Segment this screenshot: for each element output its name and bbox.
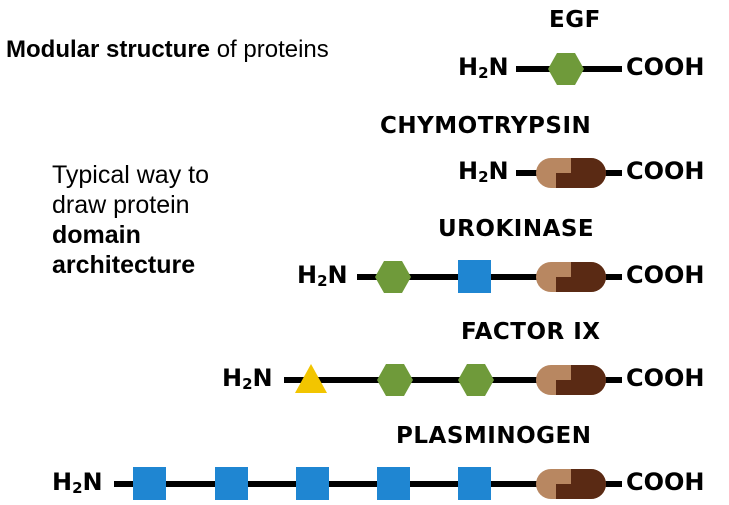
protein-name-plasminogen: PLASMINOGEN: [396, 423, 592, 449]
c-terminus-label: COOH: [626, 157, 705, 185]
c-terminus-label: COOH: [626, 468, 705, 496]
egf-domain-hexagon: [458, 364, 494, 396]
protein-name-factor-ix: FACTOR IX: [461, 319, 601, 345]
figure-title: Modular structure of proteins: [6, 36, 329, 64]
protein-row-chymotrypsin: [516, 158, 622, 188]
c-terminus-label: COOH: [626, 53, 705, 81]
protease-domain: [536, 262, 606, 292]
side-note-bold1: domain: [52, 221, 141, 249]
protease-domain: [536, 365, 606, 395]
kringle-domain-square: [215, 467, 248, 500]
gla-domain-triangle: [295, 364, 327, 393]
title-rest: of proteins: [210, 36, 329, 63]
kringle-domain-square: [296, 467, 329, 500]
kringle-domain-square: [133, 467, 166, 500]
c-terminus-label: COOH: [626, 364, 705, 392]
protein-name-chymotrypsin: CHYMOTRYPSIN: [380, 113, 592, 139]
kringle-domain-square: [458, 467, 491, 500]
side-note-line2: draw protein: [52, 191, 190, 219]
side-note-line1: Typical way to: [52, 161, 210, 189]
protein-row-plasminogen: [114, 467, 622, 500]
kringle-domain-square: [458, 260, 491, 293]
protease-domain: [536, 469, 606, 499]
n-terminus-label: H2N: [458, 157, 509, 186]
egf-domain-hexagon: [375, 261, 411, 293]
kringle-domain-square: [377, 467, 410, 500]
n-terminus-label: H2N: [52, 468, 103, 497]
egf-domain-hexagon: [377, 364, 413, 396]
n-terminus-label: H2N: [222, 364, 273, 393]
side-note: Typical way to draw protein domain archi…: [52, 160, 209, 280]
protein-row-factor-ix: [284, 364, 622, 396]
protein-row-egf: [516, 53, 622, 85]
n-terminus-label: H2N: [297, 261, 348, 290]
egf-domain-hexagon: [548, 53, 584, 85]
title-bold: Modular structure: [6, 36, 211, 63]
side-note-bold2: architecture: [52, 251, 196, 279]
protein-name-egf: EGF: [549, 7, 601, 33]
c-terminus-label: COOH: [626, 261, 705, 289]
protease-domain: [536, 158, 606, 188]
n-terminus-label: H2N: [458, 53, 509, 82]
protein-row-urokinase: [357, 260, 622, 293]
protein-name-urokinase: UROKINASE: [438, 216, 595, 242]
